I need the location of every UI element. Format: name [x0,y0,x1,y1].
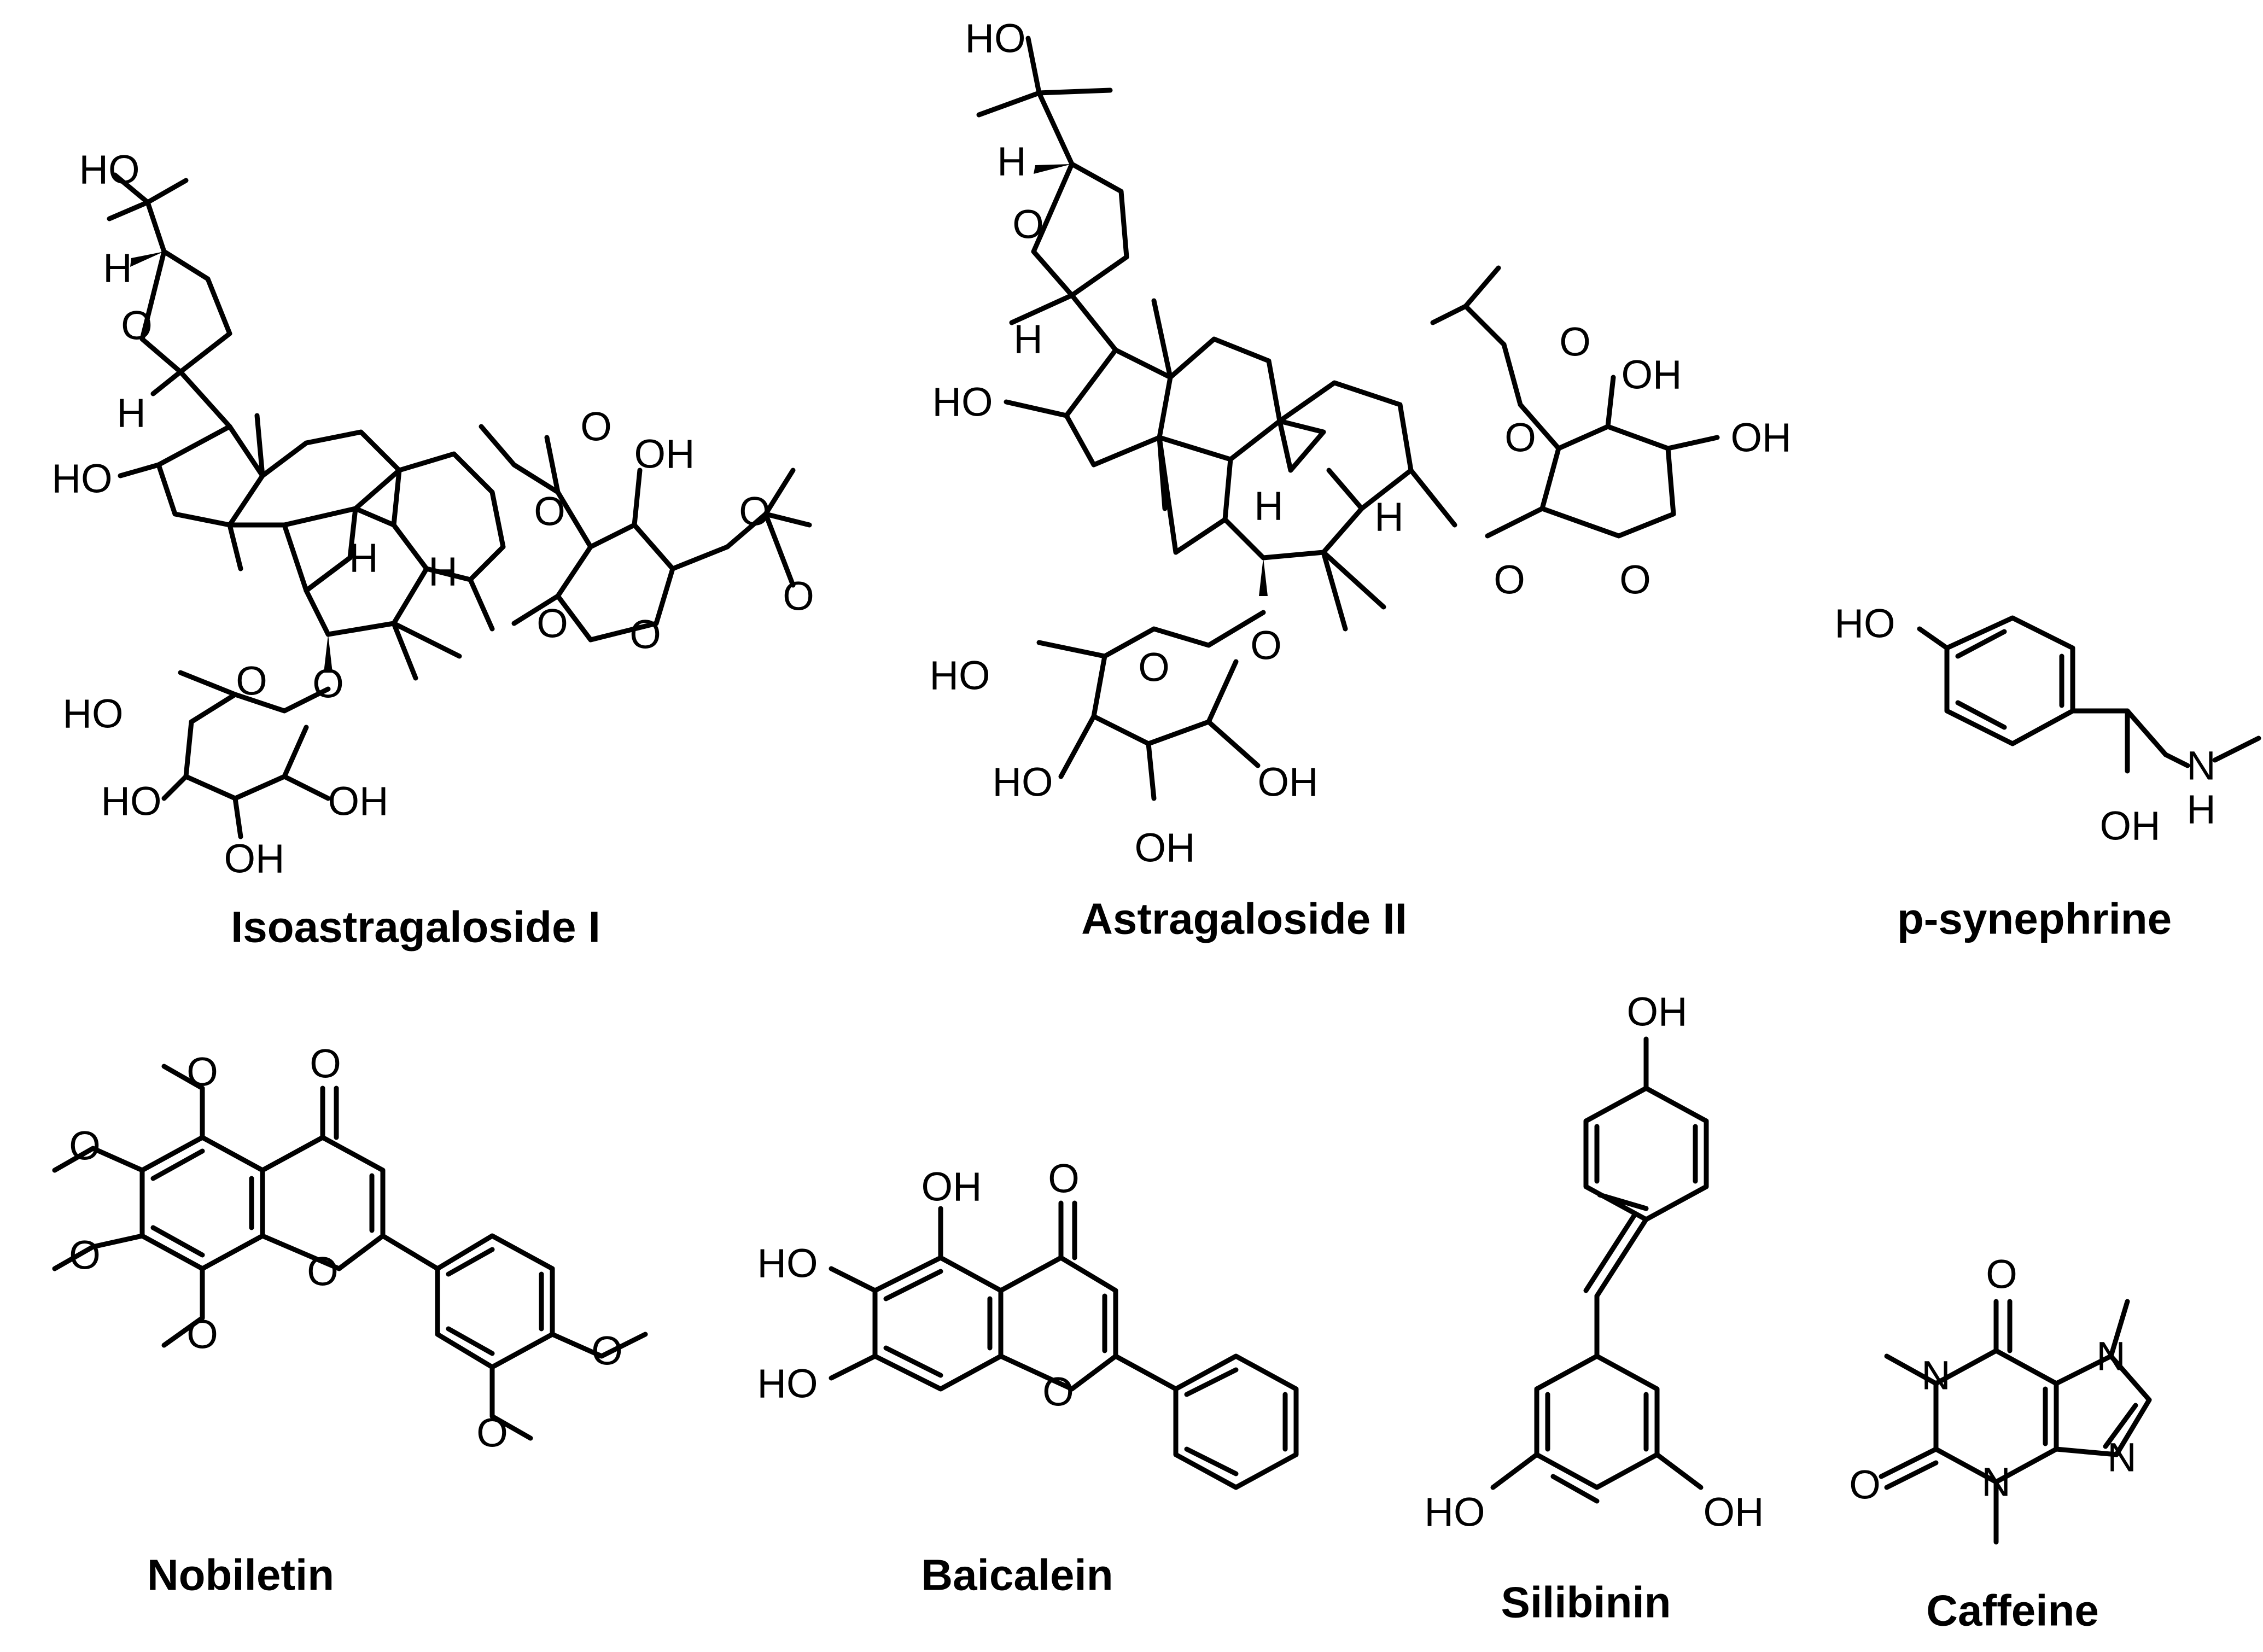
hydrogen-label: H [1254,483,1283,529]
oxygen-label: O [186,1049,218,1095]
hydroxyl-label: HO [52,456,113,501]
oxygen-label: O [1138,645,1170,690]
hydrogen-label: H [997,139,1026,184]
oxygen-label: O [739,489,771,534]
oxygen-label: O [536,601,568,646]
nitrogen-label: N [1981,1460,2010,1505]
hydroxyl-label: HO [1835,601,1895,646]
hydroxyl-label: OH [328,779,389,824]
hydroxyl-label: HO [79,147,140,192]
structure-p-synephrine: HO OH N H p-synephrine [1835,601,2261,943]
hydroxyl-label: OH [1135,825,1195,871]
oxygen-label: O [1250,623,1282,668]
oxygen-label: O [307,1249,339,1294]
compound-name: Isoastragaloside I [231,903,600,951]
oxygen-label: O [1986,1252,2017,1297]
nitrogen-label: N [1921,1353,1950,1398]
hydroxyl-label: OH [2100,803,2161,849]
nitrogen-label: N [2186,743,2215,789]
structure-silibinin: OH HO OH Silibinin [1425,989,1764,1627]
oxygen-label: O [1048,1156,1080,1201]
structure-nobiletin: O O O O O O O O Nobiletin [52,1041,648,1600]
hydrogen-label: H [116,390,145,436]
oxygen-label: O [310,1041,341,1087]
oxygen-label: O [591,1328,623,1374]
oxygen-label: O [1619,557,1651,603]
oxygen-label: O [121,303,153,348]
compound-name: Caffeine [1926,1586,2099,1635]
hydrogen-label: H [1013,317,1042,362]
oxygen-label: O [1849,1462,1881,1508]
hydrogen-label: H [428,549,457,594]
hydrogen-label: H [349,535,378,581]
oxygen-label: O [69,1123,101,1169]
hydroxyl-label: HO [757,1241,818,1286]
oxygen-label: O [534,489,565,534]
oxygen-label: O [1504,415,1536,460]
hydroxyl-label: OH [1704,1490,1764,1535]
hydroxyl-label: OH [1731,415,1792,460]
hydrogen-label: H [2186,787,2215,832]
hydroxyl-label: HO [932,380,993,425]
structure-astragaloside-ii: HO H O H HO H H O O O O OH OH O O HO HO … [930,16,1792,943]
hydroxyl-label: HO [101,779,162,824]
hydroxyl-label: HO [757,1361,818,1406]
hydroxyl-label: OH [921,1164,982,1210]
compound-name: p-synephrine [1897,895,2172,943]
hydroxyl-label: HO [965,16,1026,61]
oxygen-label: O [580,404,612,450]
hydrogen-label: H [103,246,132,291]
oxygen-label: O [476,1410,508,1456]
nitrogen-label: N [2096,1334,2125,1379]
oxygen-label: O [783,574,814,619]
oxygen-label: O [1559,319,1591,365]
compound-name: Baicalein [921,1551,1113,1600]
oxygen-label: O [186,1312,218,1357]
structure-isoastragaloside-i: HO O H H HO H H O O O O OH O O O O HO HO… [52,147,814,951]
compound-name: Silibinin [1501,1578,1671,1627]
hydroxyl-label: OH [634,431,695,477]
structure-caffeine: O N N N N O Caffeine [1849,1252,2152,1635]
oxygen-label: O [312,661,344,707]
nitrogen-label: N [2107,1435,2136,1480]
hydroxyl-label: OH [224,836,285,882]
oxygen-label: O [1042,1369,1074,1415]
compound-name: Nobiletin [147,1551,334,1600]
hydroxyl-label: OH [1622,352,1682,398]
compound-name: Astragaloside II [1081,895,1407,943]
hydroxyl-label: HO [63,691,124,737]
hydroxyl-label: HO [930,653,990,698]
hydroxyl-label: OH [1258,760,1319,805]
hydrogen-label: H [1374,494,1403,540]
oxygen-label: O [236,658,267,704]
oxygen-label: O [629,612,661,657]
oxygen-label: O [69,1233,101,1278]
oxygen-label: O [1494,557,1525,603]
hydroxyl-label: HO [993,760,1053,805]
hydroxyl-label: HO [1425,1490,1485,1535]
hydroxyl-label: OH [1627,989,1688,1035]
structure-baicalein: O OH HO HO O Baicalein [757,1156,1299,1600]
oxygen-label: O [1012,202,1044,247]
